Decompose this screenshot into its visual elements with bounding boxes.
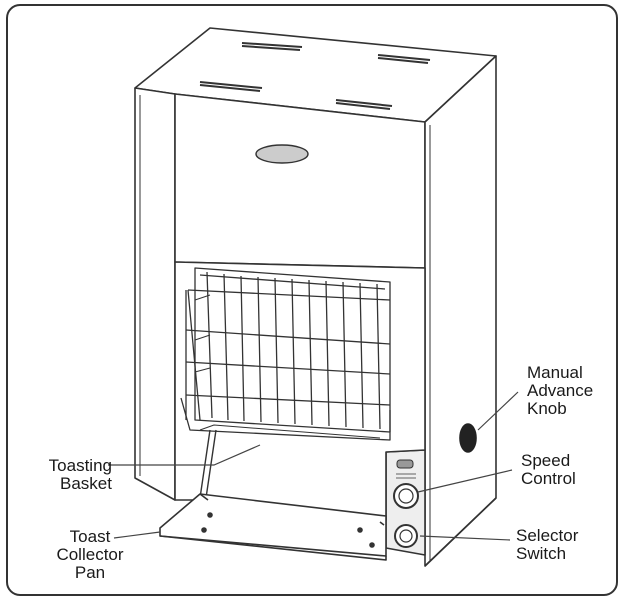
leader-toasting-basket bbox=[108, 444, 261, 466]
toast-collector-pan bbox=[159, 493, 387, 561]
leader-selector-switch bbox=[419, 535, 511, 541]
brand-logo bbox=[255, 144, 309, 164]
toaster-left-side bbox=[134, 87, 176, 501]
leader-toast-collector-pan bbox=[113, 531, 161, 539]
label-toasting-basket: Toasting Basket bbox=[48, 456, 112, 493]
leader-speed-control bbox=[417, 469, 513, 493]
toaster-front-panel bbox=[174, 93, 426, 269]
label-toast-collector-pan: Toast Collector Pan bbox=[56, 527, 124, 582]
label-selector-switch: Selector Switch bbox=[516, 526, 579, 563]
label-speed-control: Speed Control bbox=[521, 451, 576, 488]
label-manual-advance-knob: Manual Advance Knob bbox=[527, 363, 594, 418]
manual-advance-knob bbox=[459, 423, 477, 453]
toaster-right-side bbox=[424, 55, 497, 567]
diagram-border bbox=[6, 4, 618, 596]
leader-manual-advance-knob bbox=[477, 391, 519, 431]
toasting-basket bbox=[180, 267, 391, 499]
